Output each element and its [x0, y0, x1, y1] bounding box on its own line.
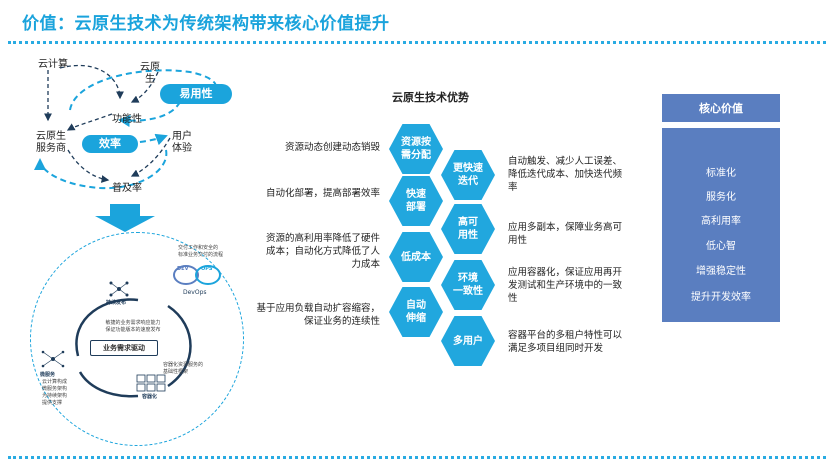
core-item-low-cognitive: 低心智 [706, 241, 736, 252]
node-cloud-native: 云原 生 [140, 62, 160, 85]
hex-fast-deploy: 快速 部署 [389, 176, 443, 226]
inner-cycle-arrows [75, 298, 192, 398]
left-desc-1: 资源动态创建动态销毁 [284, 142, 380, 153]
core-value-heading: 核心价值 [662, 94, 780, 122]
efficiency-pill: 效率 [82, 135, 138, 153]
devops-dev-label: DEV [177, 266, 189, 272]
agile-note: 敏捷的业务需求响应能力 保证功能版本的速度发布 [105, 320, 161, 333]
business-driven-box: 业务需求驱动 [90, 340, 158, 356]
devops-ops-label: OPS [201, 266, 213, 272]
hex-multi-tenant: 多用户 [441, 316, 495, 366]
core-value-box: 标准化 服务化 高利用率 低心智 增强稳定性 提升开发效率 [662, 128, 780, 322]
hex-faster-iteration: 更快速 迭代 [441, 150, 495, 200]
hex-high-availability: 高可 用性 [441, 204, 495, 254]
hex-low-cost: 低成本 [389, 232, 443, 282]
devops-circle [30, 232, 244, 446]
hex-auto-scaling: 自动 伸缩 [389, 287, 443, 337]
down-arrow-icon [95, 204, 155, 232]
right-desc-3: 应用容器化，保证应用再开 发测试和生产环境中的一致 性 [508, 267, 623, 304]
left-desc-2: 自动化部署，提高部署效率 [265, 188, 380, 199]
core-item-stability: 增强稳定性 [696, 266, 746, 277]
node-user-experience: 用户 体验 [172, 131, 192, 154]
node-provider: 云原生 服务商 [36, 131, 66, 154]
microservice-network-icon [41, 350, 65, 368]
core-item-standardization: 标准化 [706, 168, 736, 179]
node-cloud-computing: 云计算 [38, 59, 68, 70]
release-label: 持续发布 [106, 300, 127, 306]
hex-resource-on-demand: 资源按 需分配 [389, 124, 443, 174]
hex-environment-consistency: 环境 一致性 [441, 260, 495, 310]
release-network-icon [109, 281, 129, 297]
top-divider [8, 41, 826, 44]
core-item-utilization: 高利用率 [701, 216, 741, 227]
advantages-heading: 云原生技术优势 [392, 91, 469, 104]
left-desc-4: 基于应用负载自动扩容缩容， 保证业务的连续性 [256, 303, 380, 327]
bottom-divider [8, 456, 826, 459]
container-label: 容器化 [142, 394, 158, 400]
microservice-label: 微服务 [40, 372, 56, 378]
right-desc-4: 容器平台的多租户特性可以 满足多项目组同时开发 [508, 330, 623, 354]
devops-infinity-icon [173, 265, 221, 285]
usability-pill: 易用性 [160, 84, 232, 104]
node-adoption: 普及率 [112, 183, 142, 194]
cycle-arrows [34, 64, 221, 190]
container-note: 容器化资源服务的 基础性框架 [163, 362, 204, 375]
core-item-servitization: 服务化 [706, 192, 736, 203]
left-desc-3: 资源的高利用率降低了硬件 成本；自动化方式降低了人 力成本 [265, 233, 380, 270]
right-desc-1: 自动触发、减少人工误差、 降低迭代成本、加快迭代频 率 [508, 156, 623, 193]
right-desc-2: 应用多副本，保障业务高可 用性 [508, 222, 623, 246]
devops-note: 交付工作和安全的 标准业务交付的流程 [178, 245, 224, 258]
microservice-note: 云计算构成 微服务架构 为持续架构 提供支撑 [42, 379, 68, 406]
core-item-dev-efficiency: 提升开发效率 [691, 292, 751, 303]
devops-label: DevOps [183, 289, 207, 296]
container-icon [136, 374, 166, 392]
page-title: 价值：云原生技术为传统架构带来核心价值提升 [22, 14, 390, 34]
node-functionality: 功能性 [112, 114, 142, 125]
